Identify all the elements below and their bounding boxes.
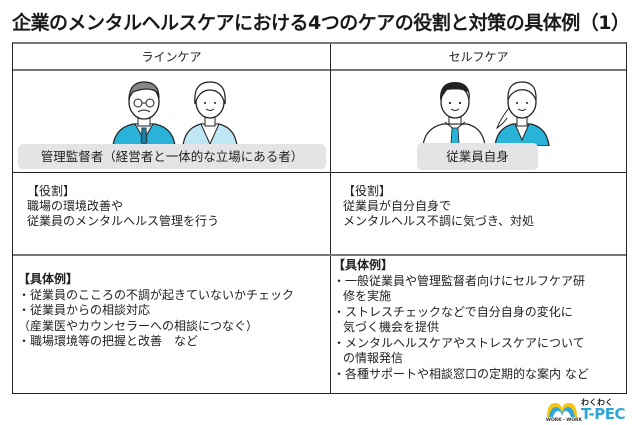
column-divider <box>330 44 331 393</box>
self-care-illustration <box>415 74 565 147</box>
example-item-continuation: の情報発信 <box>343 351 404 365</box>
examples-heading: 【具体例】 <box>18 272 79 286</box>
tpec-logo: わくわく T-PEC WORK・WORK <box>545 397 635 425</box>
wave-heart-logo-icon <box>547 403 577 417</box>
line-care-illustration <box>103 74 253 147</box>
example-item: ・従業員のこころの不調が起きていないかチェック <box>18 287 295 302</box>
role-heading: 【役割】 <box>27 184 76 198</box>
manager-figures-icon <box>112 81 238 147</box>
role-heading: 【役割】 <box>343 184 392 198</box>
care-table: ラインケア セルフケア 管理監督者（経営者と一体 <box>12 42 627 394</box>
example-item-continuation: 気づく機会を提供 <box>343 320 440 334</box>
example-item: ・従業員からの相談対応 <box>18 303 151 317</box>
header-divider <box>13 69 626 71</box>
header-self-care: セルフケア <box>448 50 509 64</box>
self-care-examples: 【具体例】 ・一般従業員や管理監督者向けにセルフケア研 修を実施 ・ストレスチェ… <box>333 258 589 382</box>
line-care-role: 【役割】 職場の環境改善や 従業員のメンタルヘルス管理を行う <box>27 184 219 229</box>
logo-small-text: わくわく <box>581 398 613 407</box>
self-care-label: 従業員自身 <box>417 143 538 170</box>
employee-figures-icon <box>422 81 550 147</box>
header-line-care: ラインケア <box>141 50 202 64</box>
row-divider-1 <box>13 172 626 173</box>
line-care-examples: 【具体例】 ・従業員のこころの不調が起きていないかチェック ・従業員からの相談対… <box>18 272 294 350</box>
page-title: 企業のメンタルヘルスケアにおける4つのケアの役割と対策の具体例（1） <box>12 12 630 34</box>
logo-sub-text: WORK・WORK <box>546 418 582 423</box>
logo-main-text: T-PEC <box>581 405 626 423</box>
line-care-label: 管理監督者（経営者と一体的な立場にある者） <box>18 144 326 169</box>
row-divider-2 <box>13 254 626 256</box>
self-care-role: 【役割】 従業員が自分自身で メンタルヘルス不調に気づき、対処 <box>343 184 534 229</box>
example-item: ・一般従業員や管理監督者向けにセルフケア研 <box>333 273 586 288</box>
examples-heading: 【具体例】 <box>333 258 394 272</box>
role-line: 従業員が自分自身で <box>343 199 452 213</box>
example-item: （産業医やカウンセラーへの相談につなぐ） <box>18 318 259 333</box>
example-item: ・職場環境等の把握と改善 など <box>18 334 199 348</box>
role-line: メンタルヘルス不調に気づき、対処 <box>343 214 535 228</box>
example-item: ・メンタルヘルスケアやストレスケアについて <box>333 335 585 350</box>
example-item: ・ストレスチェックなどで自分自身の変化に <box>333 304 573 319</box>
role-line: 従業員のメンタルヘルス管理を行う <box>27 214 220 228</box>
example-item: ・各種サポートや相談窓口の定期的な案内 など <box>333 366 589 381</box>
role-line: 職場の環境改善や <box>27 199 124 213</box>
example-item-continuation: 修を実施 <box>343 289 392 303</box>
